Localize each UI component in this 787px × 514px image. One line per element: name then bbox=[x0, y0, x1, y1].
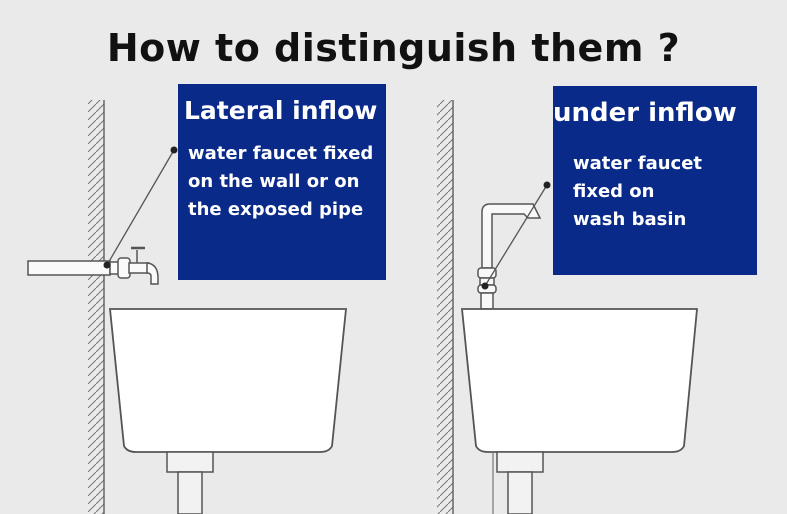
right-wall bbox=[437, 100, 454, 514]
left-wall-pipe bbox=[27, 260, 111, 276]
right-basin bbox=[461, 308, 698, 453]
basin-faucet-icon bbox=[477, 203, 542, 310]
under-inflow-heading: under inflow bbox=[553, 98, 737, 128]
lateral-inflow-box: Lateral inflow water faucet fixed on the… bbox=[178, 84, 386, 280]
wall-faucet-icon bbox=[109, 246, 159, 285]
page-title: How to distinguish them ? bbox=[106, 26, 681, 70]
right-pointer-line bbox=[481, 181, 551, 290]
left-basin bbox=[109, 308, 347, 453]
left-pointer-line bbox=[103, 146, 178, 269]
left-wall bbox=[88, 100, 105, 514]
lateral-inflow-heading: Lateral inflow bbox=[184, 96, 378, 125]
lateral-inflow-description: water faucet fixed on the wall or on the… bbox=[188, 143, 374, 220]
right-drain bbox=[492, 451, 544, 514]
under-inflow-description: water faucet fixed on wash basin bbox=[573, 153, 703, 230]
under-inflow-box: under inflow water faucet fixed on wash … bbox=[553, 86, 757, 275]
left-drain bbox=[166, 451, 214, 514]
